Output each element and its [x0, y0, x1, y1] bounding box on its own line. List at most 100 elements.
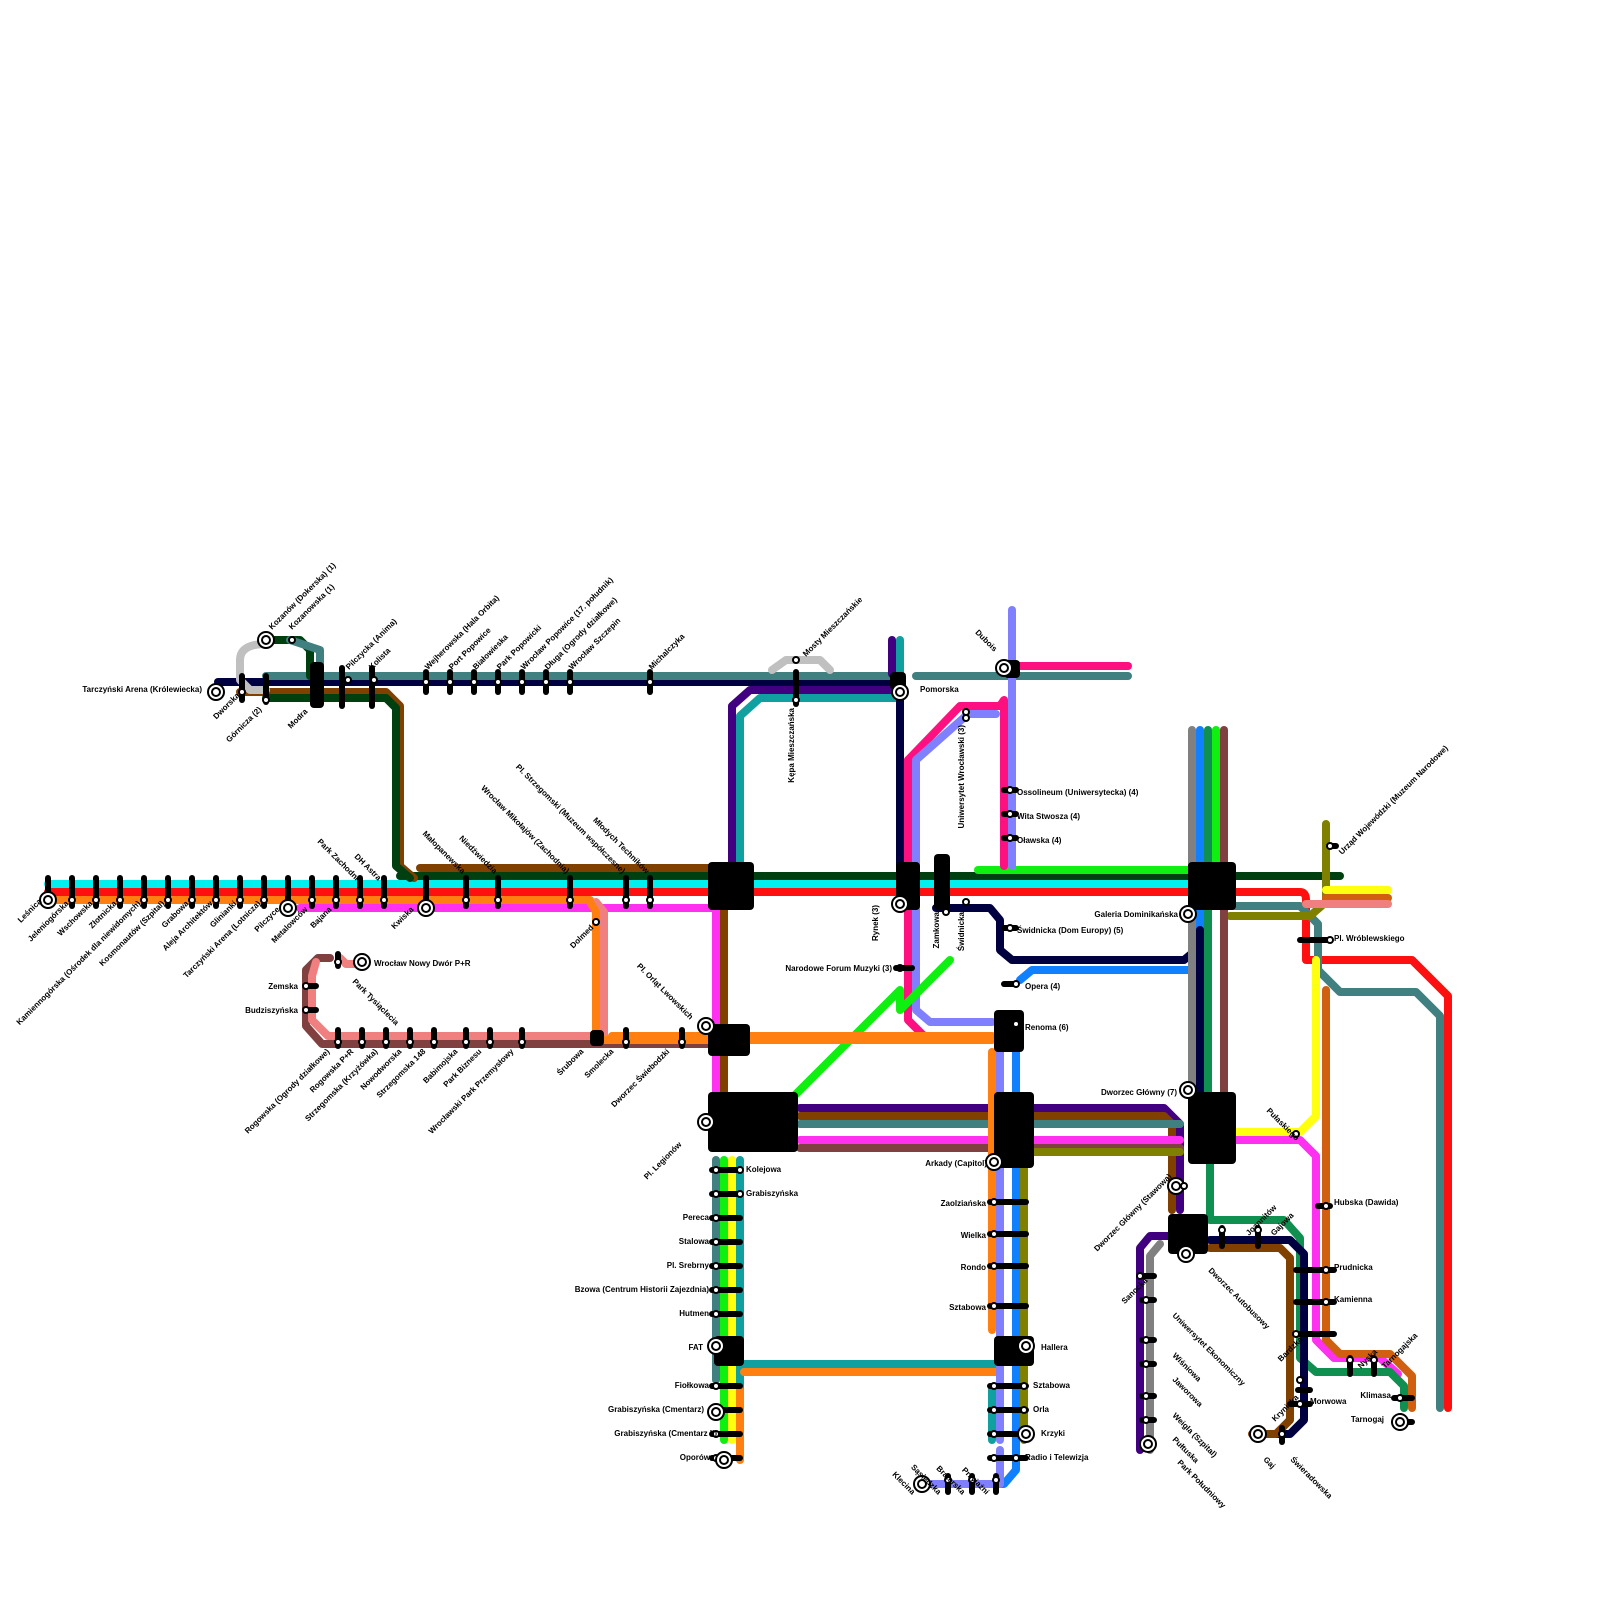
station-label: Sztabowa	[949, 1303, 986, 1312]
station-marker	[1323, 1299, 1329, 1305]
major-station-core	[720, 1456, 728, 1464]
station-label: Smolecka	[583, 1047, 616, 1080]
station-marker	[519, 679, 525, 685]
major-station-core	[1184, 910, 1192, 918]
station-label: Tarczyński Arena (Królewiecka)	[82, 685, 202, 694]
station-marker	[431, 1039, 437, 1045]
major-station-core	[702, 1022, 710, 1030]
station-label: Pl. Orląt Lwowskich	[635, 962, 695, 1022]
major-station-core	[1000, 664, 1008, 672]
station-marker	[335, 1039, 341, 1045]
station-label: Rynek (3)	[871, 905, 880, 941]
station-label: Oławska (4)	[1017, 836, 1062, 845]
major-station-core	[212, 688, 220, 696]
major-station-core	[262, 636, 270, 644]
station-marker	[487, 1039, 493, 1045]
interchange-hub	[708, 1092, 798, 1152]
station-marker	[463, 897, 469, 903]
station-label: Świeradowska	[1289, 1455, 1335, 1501]
station-marker	[1181, 1183, 1187, 1189]
station-marker	[495, 679, 501, 685]
station-marker	[567, 897, 573, 903]
station-label: Pereca	[683, 1213, 710, 1222]
station-marker	[713, 1311, 719, 1317]
station-marker	[963, 899, 969, 905]
interchange-hub	[590, 1030, 604, 1046]
route-line-darkcyan	[740, 698, 896, 866]
station-label: Michalczyka	[647, 632, 687, 672]
station-marker	[1279, 1431, 1285, 1437]
station-label: Port Popowice	[447, 625, 493, 671]
interchange-hub	[1188, 862, 1236, 910]
major-station-core	[1182, 1250, 1190, 1258]
major-station-core	[1022, 1430, 1030, 1438]
station-marker	[335, 959, 341, 965]
station-marker	[345, 677, 351, 683]
station-marker	[289, 637, 295, 643]
station-marker	[309, 897, 315, 903]
station-label: Grabiszyńska (Cmentarz II)	[614, 1429, 717, 1438]
station-label: Rogowska (Ogrody działkowe)	[243, 1047, 332, 1136]
station-label: Dworzec Świebodzki	[609, 1047, 671, 1109]
station-label: Orla	[1033, 1405, 1050, 1414]
station-marker	[1219, 1227, 1225, 1233]
station-marker	[991, 1231, 997, 1237]
station-label: Dolmed	[568, 923, 595, 950]
station-marker	[713, 1263, 719, 1269]
station-marker	[1347, 1357, 1353, 1363]
station-marker	[543, 679, 549, 685]
station-marker	[593, 919, 599, 925]
station-label: Kamienna	[1334, 1295, 1373, 1304]
station-marker	[991, 1407, 997, 1413]
station-label: Pl. Wróblewskiego	[1334, 934, 1405, 943]
major-station-core	[1144, 1440, 1152, 1448]
station-marker	[1143, 1297, 1149, 1303]
station-marker	[623, 1039, 629, 1045]
station-label: Urząd Wojewódzki (Muzeum Narodowe)	[1337, 743, 1450, 856]
station-marker	[383, 1039, 389, 1045]
station-label: Bzowa (Centrum Historii Zajezdnia)	[575, 1285, 710, 1294]
station-label: Krzyki	[1041, 1429, 1065, 1438]
station-label: Wita Stwosza (4)	[1017, 812, 1080, 821]
station-label: Pl. Legionów	[642, 1140, 684, 1182]
station-marker	[1327, 843, 1333, 849]
station-label: Wrocław Nowy Dwór P+R	[374, 959, 471, 968]
route-line-purple	[732, 690, 896, 866]
station-label: Kolejowa	[746, 1165, 782, 1174]
station-label: Narodowe Forum Muzyki (3)	[785, 964, 892, 973]
station-marker	[1327, 937, 1333, 943]
route-line-magenta	[1230, 1140, 1398, 1374]
station-label: Hallera	[1041, 1343, 1068, 1352]
station-label: Świdnicka (Dom Europy) (5)	[1017, 926, 1124, 935]
station-label: Śrubowa	[555, 1047, 586, 1078]
station-marker	[1021, 1383, 1027, 1389]
station-marker	[463, 1039, 469, 1045]
station-marker	[991, 1455, 997, 1461]
station-marker	[333, 897, 339, 903]
station-marker	[713, 1287, 719, 1293]
major-station-core	[1254, 1430, 1262, 1438]
major-station-core	[1172, 1182, 1180, 1190]
station-marker	[1143, 1417, 1149, 1423]
station-label: Renoma (6)	[1025, 1023, 1069, 1032]
major-station-core	[702, 1118, 710, 1126]
station-marker	[1013, 1021, 1019, 1027]
route-line-salmon	[312, 962, 596, 1036]
station-marker	[567, 679, 573, 685]
station-label: Leśnica	[16, 897, 44, 925]
station-marker	[647, 897, 653, 903]
station-marker	[371, 677, 377, 683]
station-marker	[991, 1431, 997, 1437]
station-marker	[1007, 811, 1013, 817]
station-marker	[1007, 787, 1013, 793]
station-label: Arkady (Capitol)	[925, 1159, 987, 1168]
station-label: Pl. Strzegomski (Muzeum współczesne)	[514, 762, 627, 875]
station-marker	[303, 1007, 309, 1013]
station-marker	[991, 1303, 997, 1309]
station-label: Krynicka	[1270, 1393, 1301, 1424]
station-marker	[1143, 1393, 1149, 1399]
station-label: Uniwersytet Ekonomiczny	[1171, 1311, 1248, 1388]
station-label: Dworzec Główny (7)	[1101, 1088, 1177, 1097]
station-marker	[239, 689, 245, 695]
station-label: Klimasa	[1360, 1391, 1391, 1400]
